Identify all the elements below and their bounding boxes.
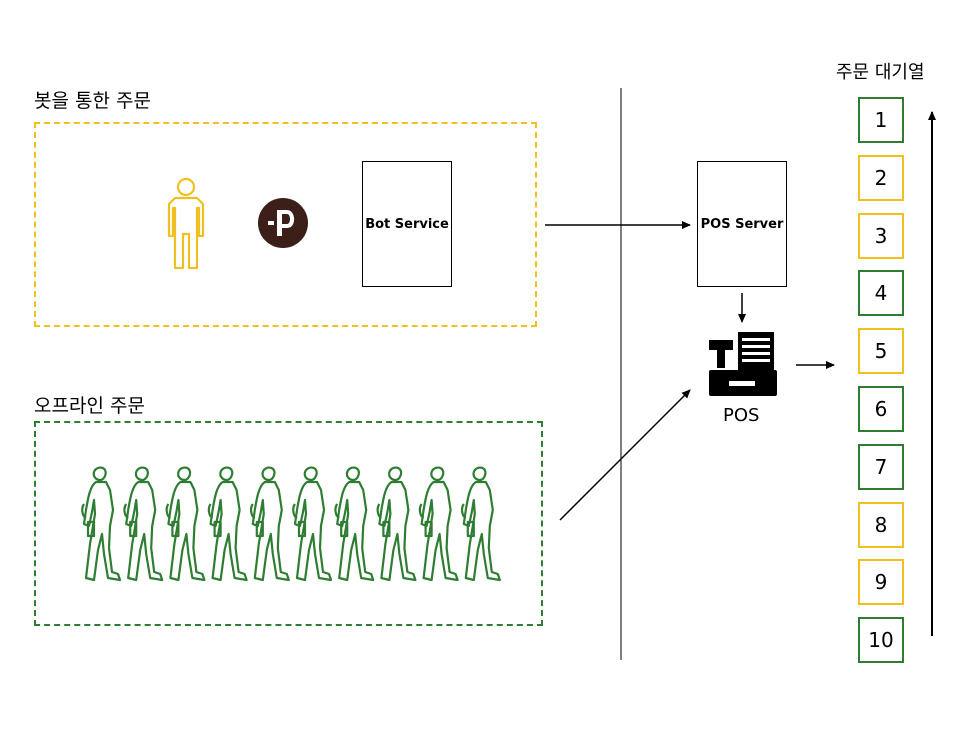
queue-item: 1 [858, 97, 904, 143]
queue-item: 9 [858, 559, 904, 606]
queue-item: 5 [858, 328, 904, 375]
bot-section-label: 봇을 통한 주문 [34, 90, 151, 112]
pos-server-box: POS Server [697, 161, 787, 287]
queue-item: 2 [858, 154, 904, 201]
bot-service-box: Bot Service [362, 161, 452, 287]
pos-server-label: POS Server [700, 216, 784, 232]
queue-item: 7 [858, 443, 904, 490]
queue-item: 4 [858, 270, 904, 317]
queue-title: 주문 대기열 [836, 62, 925, 83]
bot-service-label: Bot Service [365, 216, 449, 232]
arrow-offline-to-pos [559, 389, 691, 521]
pos-label: POS [723, 405, 760, 426]
queue-item: 10 [858, 617, 904, 664]
bot-section-box [34, 122, 537, 327]
queue-item: 6 [858, 386, 904, 432]
queue-item: 3 [858, 212, 904, 259]
offline-section-label: 오프라인 주문 [34, 395, 145, 417]
offline-section-box [34, 421, 543, 626]
queue-item: 8 [858, 501, 904, 548]
